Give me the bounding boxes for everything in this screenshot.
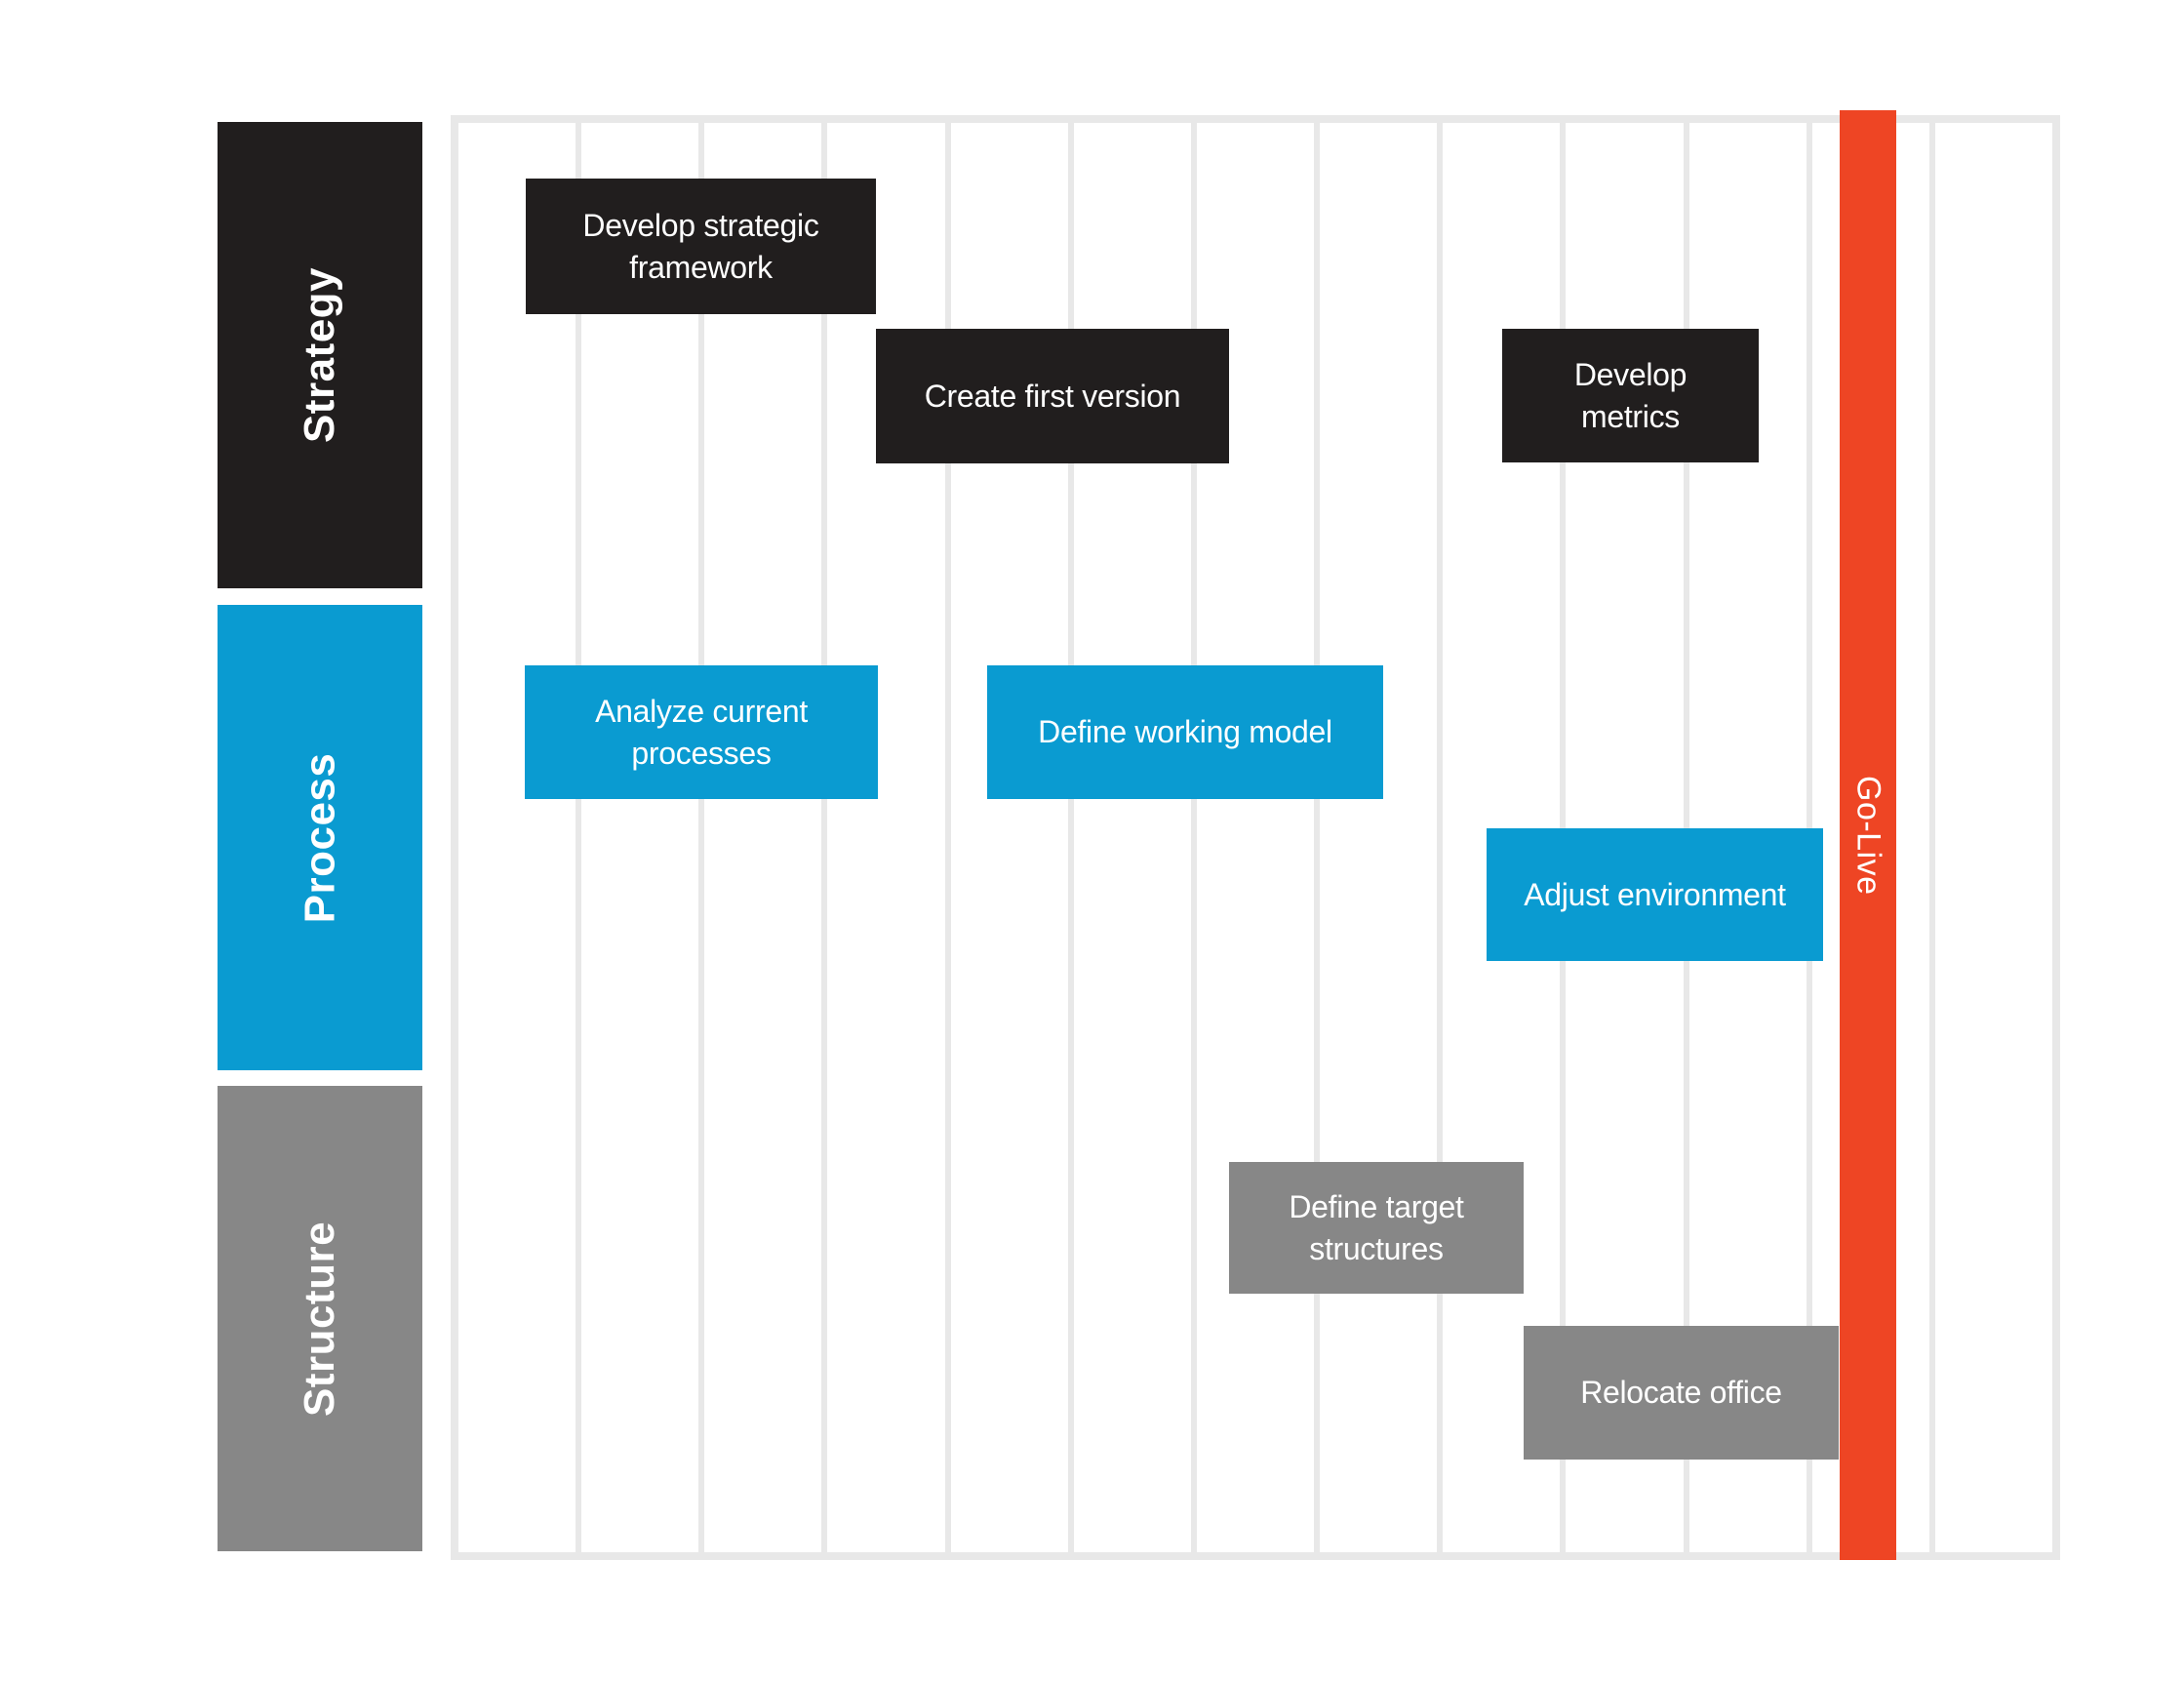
grid-column [1320, 123, 1444, 1552]
lane-label-structure-text: Structure [296, 1221, 343, 1417]
task-define-working-model: Define working model [987, 665, 1383, 799]
lane-label-structure: Structure [218, 1086, 422, 1551]
task-relocate-office-label: Relocate office [1580, 1375, 1782, 1411]
grid-column [1074, 123, 1197, 1552]
task-define-target-structures-label: Define target structures [1289, 1189, 1464, 1266]
golive-milestone-label: Go-Live [1849, 775, 1887, 896]
task-define-target-structures: Define target structures [1229, 1162, 1524, 1294]
grid-column [827, 123, 951, 1552]
grid-column [951, 123, 1074, 1552]
grid-column [704, 123, 828, 1552]
task-analyze-current-processes-label: Analyze current processes [595, 694, 808, 771]
task-develop-strategic-framework: Develop strategic framework [526, 179, 876, 314]
golive-milestone-bar: Go-Live [1840, 110, 1896, 1560]
task-analyze-current-processes: Analyze current processes [525, 665, 878, 799]
grid-column [1935, 123, 2052, 1552]
lane-label-strategy-text: Strategy [295, 266, 343, 444]
task-develop-metrics-label: Develop metrics [1573, 357, 1688, 434]
lane-label-process: Process [218, 605, 422, 1070]
grid-column [1197, 123, 1321, 1552]
task-develop-strategic-framework-label: Develop strategic framework [582, 208, 819, 285]
task-create-first-version-label: Create first version [924, 378, 1181, 414]
task-adjust-environment-label: Adjust environment [1524, 876, 1786, 912]
lane-label-strategy: Strategy [218, 122, 422, 588]
grid-column [1812, 123, 1935, 1552]
lane-label-process-text: Process [295, 752, 343, 923]
task-relocate-office: Relocate office [1524, 1326, 1839, 1460]
task-create-first-version: Create first version [876, 329, 1229, 463]
task-develop-metrics: Develop metrics [1502, 329, 1759, 462]
grid-column [458, 123, 582, 1552]
task-define-working-model-label: Define working model [1038, 714, 1332, 750]
task-adjust-environment: Adjust environment [1487, 828, 1823, 961]
grid-column [581, 123, 705, 1552]
